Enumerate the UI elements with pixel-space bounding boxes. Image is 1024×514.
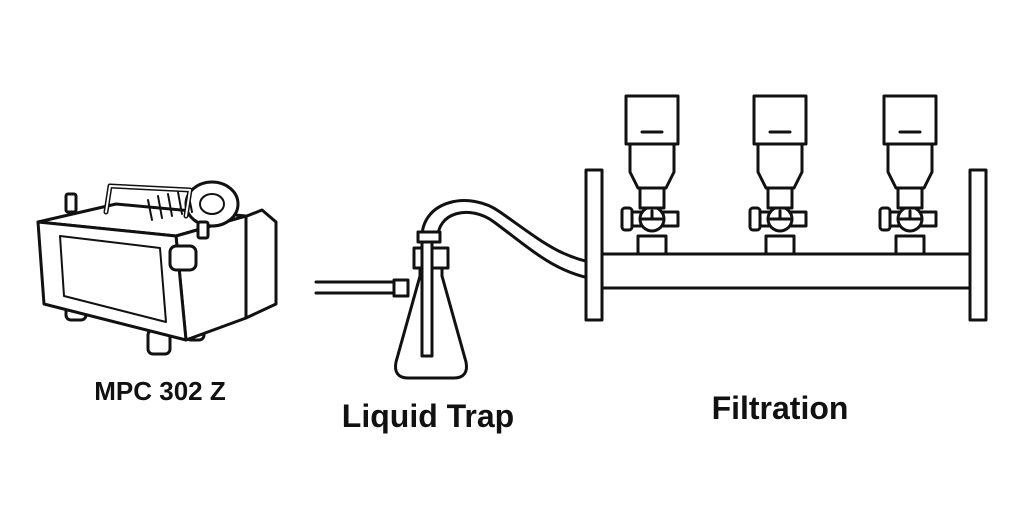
filter-unit-3 [878,94,938,256]
vacuum-hose-inner [436,210,602,282]
pump-outlet-nozzle [196,220,210,240]
pump-handle-inner [105,185,191,217]
manifold-flange-right [968,168,988,322]
filtration-manifold [584,168,988,322]
filter-unit-2 [748,94,808,256]
pump-fins [147,191,193,221]
pump-side [174,214,248,342]
pump-front [36,220,188,342]
trap-side-connector [392,278,410,298]
filter-unit-1 [620,94,680,256]
manifold-tube [598,252,974,290]
hose-end [416,230,442,244]
inlet-tube [314,278,410,298]
liquid-trap-flask [394,199,602,380]
flask-dip-tube [420,234,434,358]
pump-valve-knob [168,244,198,272]
pump-inlet-nozzle [64,192,78,214]
manifold-flange-left [584,168,604,322]
pump-motor [184,180,240,228]
pump-label: MPC 302 Z [94,376,226,406]
filtration-label: Filtration [711,390,849,426]
liquid-trap-label: Liquid Trap [341,398,515,434]
vacuum-pump [36,180,278,356]
pump-front-panel [59,235,167,323]
pump-motor-cap [199,193,225,215]
vacuum-hose-outer [420,199,602,266]
